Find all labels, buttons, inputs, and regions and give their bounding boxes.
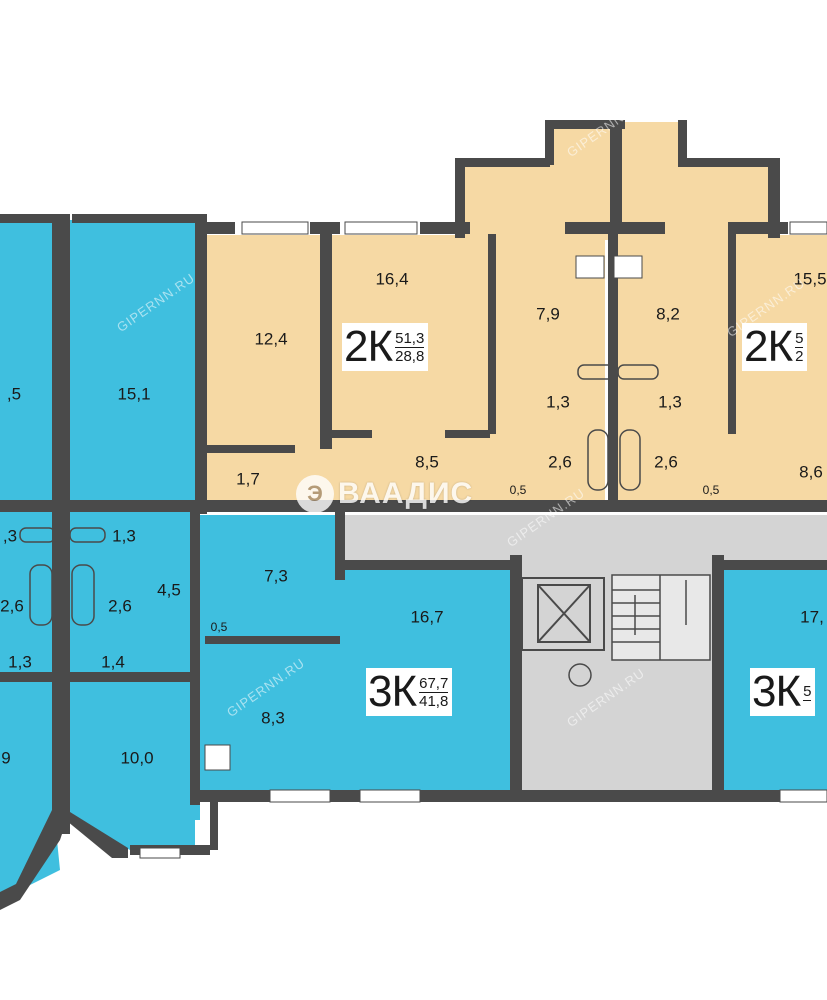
apartment-code: 3К bbox=[368, 667, 417, 716]
room-label: 1,3 bbox=[112, 526, 136, 546]
bay-wall-right bbox=[56, 812, 128, 858]
room-label: 7,3 bbox=[264, 566, 288, 586]
room-label: 10,0 bbox=[120, 748, 154, 768]
staircase bbox=[611, 574, 711, 661]
room-label: 1,3 bbox=[8, 652, 32, 672]
room-label: 16,7 bbox=[410, 607, 444, 627]
elevator bbox=[521, 577, 605, 687]
apartment-code: 2К bbox=[744, 322, 793, 371]
room-label: 0,5 bbox=[702, 483, 720, 497]
logo-text: ВААДИС bbox=[338, 477, 474, 510]
room-label: 8,6 bbox=[799, 462, 823, 482]
logo-mark-icon: Э bbox=[296, 475, 334, 513]
apartment-living-area: 2 bbox=[795, 347, 804, 365]
room-label: 17, bbox=[800, 607, 824, 627]
apartment-total-area: 5 bbox=[795, 329, 804, 348]
room-label: 7,9 bbox=[536, 304, 560, 324]
room-label: 1,4 bbox=[101, 652, 125, 672]
left-apartment-bay2 bbox=[70, 820, 195, 850]
bay-wall-left bbox=[0, 810, 70, 910]
apartment-areas: 5 2 bbox=[795, 329, 804, 365]
stoves bbox=[204, 255, 643, 771]
room-label: 2,6 bbox=[108, 596, 132, 616]
apartment-1-balcony-top bbox=[548, 122, 620, 167]
walls bbox=[0, 120, 827, 855]
apartment-living-area: 28,8 bbox=[395, 347, 425, 365]
apartment-badge: 3К 5 bbox=[750, 667, 816, 716]
apartment-2-balcony-top bbox=[615, 122, 683, 167]
room-label: 0,5 bbox=[509, 483, 527, 497]
left-apartment-area bbox=[0, 220, 200, 820]
apartment-areas: 5 bbox=[803, 683, 812, 701]
apartment-total-area: 51,3 bbox=[395, 329, 425, 348]
room-label: ,5 bbox=[6, 384, 22, 404]
apartment-badge: 2К 5 2 bbox=[742, 322, 808, 371]
room-label: 2,6 bbox=[548, 452, 572, 472]
room-label: 15,1 bbox=[117, 384, 151, 404]
room-label: 12,4 bbox=[254, 329, 288, 349]
room-label: 2,6 bbox=[654, 452, 678, 472]
apartment-code: 3К bbox=[752, 667, 801, 716]
apartment-living-area: 41,8 bbox=[419, 692, 449, 710]
room-label: 1,7 bbox=[236, 469, 260, 489]
windows bbox=[139, 221, 827, 859]
corridor-area bbox=[340, 515, 827, 565]
room-label: 1,3 bbox=[546, 392, 570, 412]
apartment-total-area: 5 bbox=[803, 683, 812, 701]
apartment-areas: 51,3 28,8 bbox=[395, 329, 425, 365]
room-label: 0,5 bbox=[210, 620, 228, 634]
bathtubs bbox=[19, 364, 659, 626]
room-label: 16,4 bbox=[375, 269, 409, 289]
room-label: 9 bbox=[1, 748, 11, 768]
room-label: ,3 bbox=[2, 526, 18, 546]
room-label: 8,2 bbox=[656, 304, 680, 324]
room-label: 8,3 bbox=[261, 708, 285, 728]
room-label: 1,3 bbox=[658, 392, 682, 412]
apartment-total-area: 67,7 bbox=[419, 674, 449, 693]
apartment-badge: 2К 51,3 28,8 bbox=[342, 322, 429, 371]
room-label: 15,5 bbox=[793, 269, 827, 289]
brand-logo: Э ВААДИС bbox=[296, 475, 473, 513]
room-label: 4,5 bbox=[157, 580, 181, 600]
apartment-areas: 67,7 41,8 bbox=[419, 674, 449, 710]
apartment-badge: 3К 67,7 41,8 bbox=[366, 667, 453, 716]
room-label: 8,5 bbox=[415, 452, 439, 472]
apartment-code: 2К bbox=[344, 322, 393, 371]
room-label: 2,6 bbox=[0, 596, 24, 616]
